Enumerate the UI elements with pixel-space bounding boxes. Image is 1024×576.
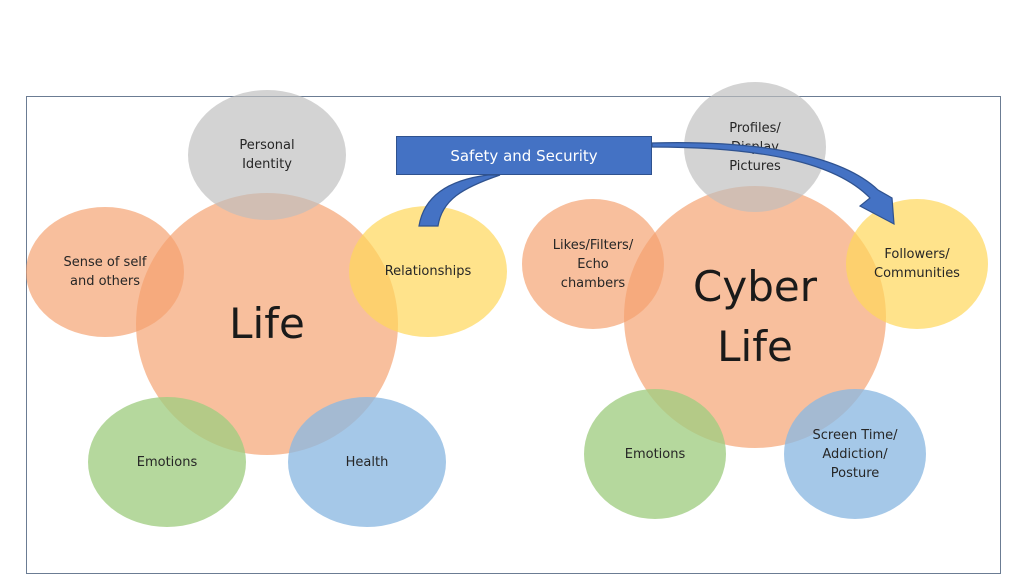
personal-identity-circle: Personal Identity	[188, 90, 346, 220]
safety-security-banner: Safety and Security	[396, 136, 652, 175]
health-circle: Health	[288, 397, 446, 527]
followers-circle: Followers/ Communities	[846, 199, 988, 329]
emotions-circle-cyber: Emotions	[584, 389, 726, 519]
arrow-to-followers	[651, 142, 895, 226]
cyber-life-label: Cyber Life	[693, 262, 817, 371]
sense-of-self-circle: Sense of self and others	[26, 207, 184, 337]
likes-filters-circle: Likes/Filters/ Echo chambers	[522, 199, 664, 329]
emotions-circle-life: Emotions	[88, 397, 246, 527]
banner-label: Safety and Security	[450, 146, 598, 165]
relationships-circle: Relationships	[349, 206, 507, 337]
screen-time-circle: Screen Time/ Addiction/ Posture	[784, 389, 926, 519]
arrow-to-relationships	[418, 174, 501, 227]
life-label: Life	[229, 299, 305, 348]
content-frame	[26, 96, 1001, 574]
